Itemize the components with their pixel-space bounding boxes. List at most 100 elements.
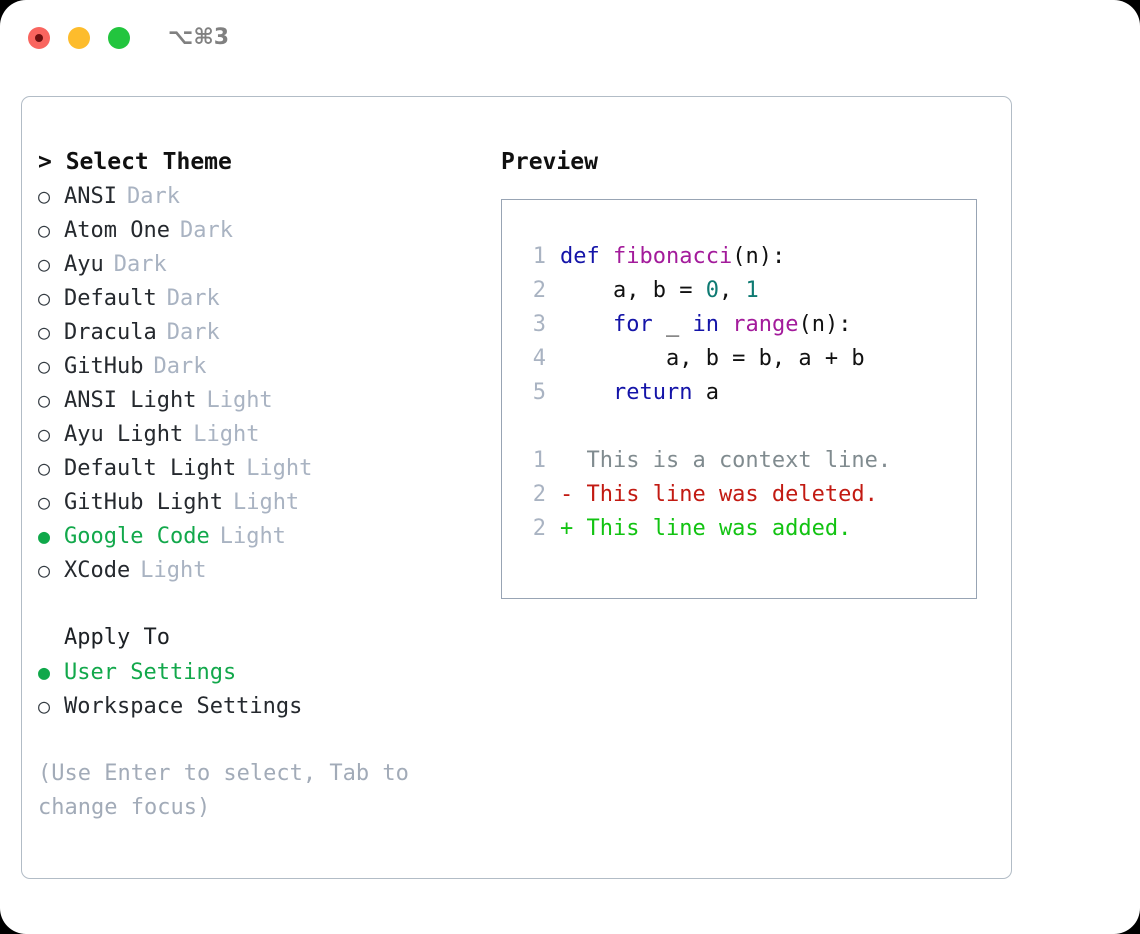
code-token: for <box>612 312 653 337</box>
theme-item-kind: Dark <box>166 286 220 311</box>
diff-text: This is a context line. <box>560 448 892 473</box>
apply-to-section: Apply To ●User Settings○Workspace Settin… <box>38 621 468 723</box>
theme-item[interactable]: ○ ANSI Light Light <box>38 383 468 417</box>
code-text: a, b = b, a + b <box>560 342 865 376</box>
radio-unselected-icon[interactable]: ○ <box>38 354 51 378</box>
code-token: 0 <box>705 278 719 303</box>
select-theme-header: > Select Theme <box>38 149 232 175</box>
apply-to-list[interactable]: ●User Settings ○ Workspace Settings <box>38 655 468 723</box>
theme-item-label: Default <box>64 286 157 311</box>
theme-item-kind: Dark <box>166 320 220 345</box>
theme-item-label: Ayu <box>64 252 104 277</box>
radio-selected-icon[interactable]: ● <box>38 660 51 684</box>
maximize-button-icon[interactable] <box>108 27 130 49</box>
close-button-icon[interactable] <box>28 27 50 49</box>
apply-to-item-label: Workspace Settings <box>64 694 303 719</box>
code-token: a, b = b, a + b <box>560 346 865 371</box>
radio-unselected-icon[interactable]: ○ <box>38 320 51 344</box>
code-token: fibonacci <box>612 244 733 269</box>
diff-line: 2- This line was deleted. <box>502 478 976 512</box>
radio-selected-icon[interactable]: ● <box>38 524 51 548</box>
code-token: (n): <box>732 244 786 269</box>
theme-item-kind: Light <box>219 524 286 549</box>
radio-unselected-icon[interactable]: ○ <box>38 388 51 412</box>
code-token: return <box>612 380 693 405</box>
title-bar: ⌥⌘3 <box>0 0 1140 76</box>
radio-unselected-icon[interactable]: ○ <box>38 218 51 242</box>
theme-item-label: Atom One <box>64 218 170 243</box>
diff-line: 1 This is a context line. <box>502 444 976 478</box>
theme-item-kind: Light <box>246 456 313 481</box>
theme-item[interactable]: ○ Default Dark <box>38 281 468 315</box>
radio-unselected-icon[interactable]: ○ <box>38 694 51 718</box>
theme-item[interactable]: ○ XCode Light <box>38 553 468 587</box>
code-text: return a <box>560 376 719 410</box>
code-text: for _ in range(n): <box>560 308 851 342</box>
code-line: 1 def fibonacci(n): <box>502 240 976 274</box>
diff-text: - This line was deleted. <box>560 482 878 507</box>
line-number: 1 <box>532 244 546 269</box>
theme-item[interactable]: ○ Atom One Dark <box>38 213 468 247</box>
theme-item-kind: Light <box>140 558 207 583</box>
line-number: 1 <box>532 448 546 473</box>
code-diff-spacer <box>502 410 976 444</box>
line-number: 5 <box>532 380 546 405</box>
keyboard-shortcut-label: ⌥⌘3 <box>168 25 230 50</box>
code-token: def <box>560 244 613 269</box>
code-line: 5 return a <box>502 376 976 410</box>
theme-item-kind: Dark <box>179 218 233 243</box>
radio-unselected-icon[interactable]: ○ <box>38 456 51 480</box>
line-number: 3 <box>532 312 546 337</box>
apply-to-item[interactable]: ●User Settings <box>38 655 468 689</box>
code-line: 3 for _ in range(n): <box>502 308 976 342</box>
radio-unselected-icon[interactable]: ○ <box>38 422 51 446</box>
radio-unselected-icon[interactable]: ○ <box>38 252 51 276</box>
diff-text: + This line was added. <box>560 516 852 541</box>
theme-item-label: Default Light <box>64 456 237 481</box>
window-controls <box>28 27 130 49</box>
theme-item-kind: Light <box>232 490 300 515</box>
radio-unselected-icon[interactable]: ○ <box>38 286 51 310</box>
theme-item[interactable]: ○ Default Light Light <box>38 451 468 485</box>
radio-unselected-icon[interactable]: ○ <box>38 490 51 514</box>
code-text: a, b = 0, 1 <box>560 274 759 308</box>
preview-header: Preview <box>501 149 598 175</box>
code-token: _ <box>652 312 693 337</box>
apply-to-item[interactable]: ○ Workspace Settings <box>38 689 468 723</box>
theme-item-kind: Dark <box>153 354 207 379</box>
theme-item-label: ANSI <box>64 184 117 209</box>
code-token: in <box>692 312 719 337</box>
diff-line: 2+ This line was added. <box>502 512 976 546</box>
theme-item-label: GitHub Light <box>64 490 223 515</box>
theme-item[interactable]: ○ GitHub Light Light <box>38 485 468 519</box>
theme-item-label: ANSI Light <box>64 388 197 413</box>
code-token: , <box>718 278 746 303</box>
line-number: 2 <box>532 278 546 303</box>
minimize-button-icon[interactable] <box>68 27 90 49</box>
theme-item-kind: Dark <box>126 184 180 209</box>
diff-sample: 1 This is a context line.2- This line wa… <box>502 444 976 546</box>
code-token: (n): <box>798 312 852 337</box>
theme-item[interactable]: ○ ANSI Dark <box>38 179 468 213</box>
theme-item-label: Ayu Light <box>64 422 184 447</box>
theme-item-label: XCode <box>64 558 131 583</box>
code-text: def fibonacci(n): <box>560 240 785 274</box>
line-number: 4 <box>532 346 546 371</box>
code-token: a <box>692 380 719 405</box>
radio-unselected-icon[interactable]: ○ <box>38 184 51 208</box>
radio-unselected-icon[interactable]: ○ <box>38 558 51 582</box>
code-token <box>560 380 613 405</box>
theme-item-kind: Light <box>206 388 273 413</box>
